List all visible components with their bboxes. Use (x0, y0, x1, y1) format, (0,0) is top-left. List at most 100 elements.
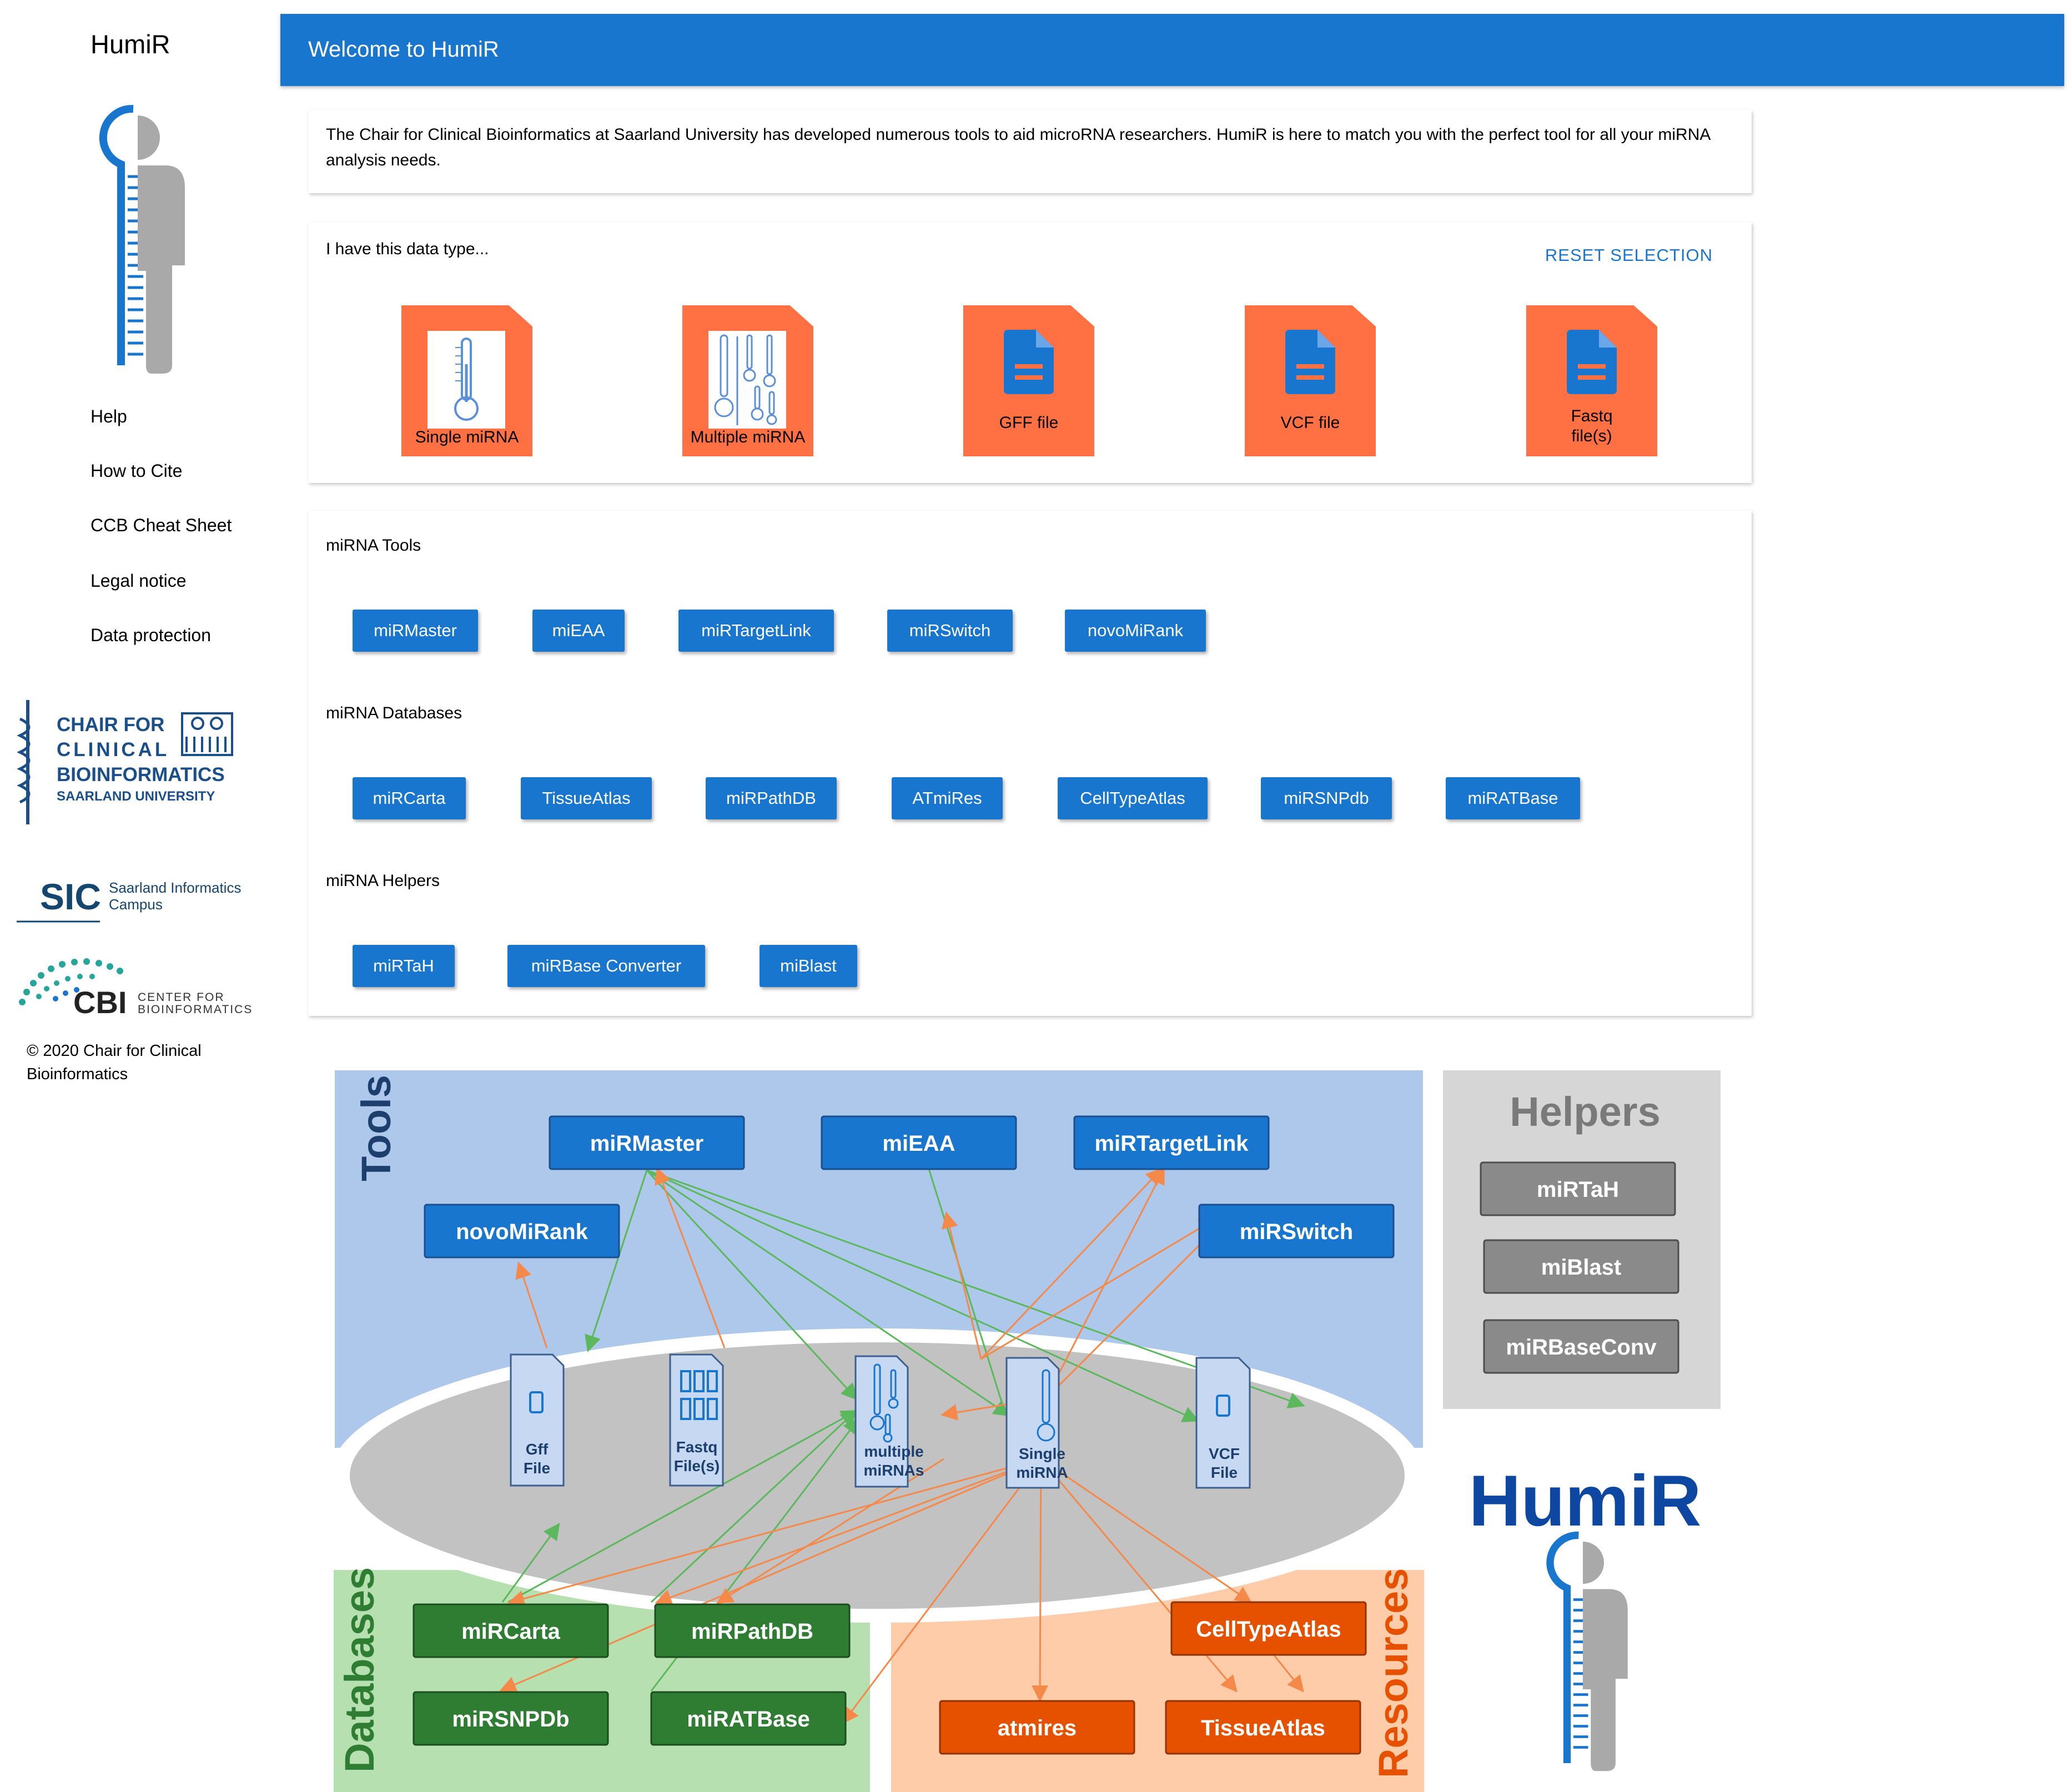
diagram-resource-label: atmires (998, 1716, 1077, 1740)
database-button-mirsnpdb[interactable]: miRSNPdb (1261, 777, 1392, 819)
app-title: HumiR (90, 29, 170, 59)
diagram-file-fastq: Fastq File(s) (669, 1353, 724, 1487)
tile-fastq-files[interactable]: Fastq file(s) (1526, 305, 1657, 456)
helper-button-mirbase-converter[interactable]: miRBase Converter (507, 945, 705, 987)
diagram-helper-mirtah (1480, 1161, 1676, 1216)
svg-text:SAARLAND UNIVERSITY: SAARLAND UNIVERSITY (57, 789, 215, 804)
database-button-miratbase[interactable]: miRATBase (1446, 777, 1580, 819)
diagram-database-mirpathdb (654, 1603, 851, 1658)
resources-region-label: Resources (1370, 1568, 1416, 1778)
svg-text:CLINICAL: CLINICAL (57, 739, 169, 761)
tool-button-mirmaster[interactable]: miRMaster (353, 610, 478, 652)
tool-button-novomirank[interactable]: novoMiRank (1065, 610, 1206, 652)
diagram-tool-label: miRSwitch (1240, 1220, 1353, 1244)
tile-multiple-mirna[interactable]: Multiple miRNA (682, 305, 813, 456)
tile-gff-file[interactable]: GFF file (963, 305, 1094, 456)
diagram-tool-label: miRMaster (590, 1131, 704, 1156)
diagram-database-label: miRATBase (687, 1707, 810, 1731)
reset-selection-button[interactable]: RESET SELECTION (1545, 245, 1713, 265)
helper-button-miblast[interactable]: miBlast (760, 945, 857, 987)
diagram-tool-label: miEAA (882, 1131, 955, 1156)
database-button-atmires[interactable]: ATmiRes (892, 777, 1003, 819)
multiple-thermometers-icon (708, 331, 786, 429)
svg-text:CHAIR FOR: CHAIR FOR (57, 714, 164, 736)
humir-logo (1546, 1531, 1628, 1771)
database-button-celltypeatlas[interactable]: CellTypeAtlas (1058, 777, 1208, 819)
tools-region-label: Tools (353, 1075, 399, 1181)
diagram-helper-mirbaseconv (1483, 1319, 1679, 1374)
diagram-resource-celltypeatlas (1170, 1601, 1367, 1656)
app-header: Welcome to HumiR (280, 14, 2064, 86)
tool-button-mirswitch[interactable]: miRSwitch (887, 610, 1013, 652)
section-title-databases: miRNA Databases (326, 704, 462, 722)
diagram-file-label: Single (1019, 1445, 1065, 1462)
tool-button-mirtargetlink[interactable]: miRTargetLink (678, 610, 834, 652)
diagram-file-gff: Gff File (510, 1353, 565, 1487)
nav-help[interactable]: Help (90, 406, 127, 426)
diagram-tool-label: novoMiRank (456, 1220, 589, 1244)
svg-text:CBI: CBI (73, 985, 127, 1019)
owl-icon (181, 712, 233, 756)
overview-diagram: Tools Databases Resources Helpers (330, 1070, 1721, 1792)
database-button-tissueatlas[interactable]: TissueAtlas (521, 777, 652, 819)
diagram-file-label: Gff (526, 1441, 549, 1458)
database-button-mircarta[interactable]: miRCarta (353, 777, 466, 819)
section-title-helpers: miRNA Helpers (326, 872, 440, 890)
diagram-file-label: File(s) (674, 1457, 720, 1474)
copyright: © 2020 Chair for Clinical Bioinformatics (27, 1042, 202, 1083)
nav-legal-notice[interactable]: Legal notice (90, 571, 187, 591)
diagram-helper-label: miBlast (1541, 1255, 1622, 1280)
diagram-helper-label: miRBaseConv (1506, 1335, 1657, 1360)
diagram-resource-atmires (939, 1700, 1135, 1755)
diagram-tool-label: miRTargetLink (1094, 1131, 1249, 1156)
diagram-file-label: VCF (1209, 1445, 1240, 1462)
tile-single-mirna[interactable]: Single miRNA (401, 305, 532, 456)
tool-button-mieaa[interactable]: miEAA (532, 610, 625, 652)
diagram-tool-mieaa (821, 1115, 1017, 1170)
diagram-resource-label: TissueAtlas (1201, 1716, 1325, 1740)
diagram-file-label: Fastq (676, 1438, 718, 1456)
sidebar: HumiR Help How to Cite CCB Cheat Sheet L… (0, 0, 278, 1792)
svg-text:SIC: SIC (40, 876, 101, 917)
diagram-resource-label: CellTypeAtlas (1196, 1617, 1341, 1642)
diagram-database-mircarta (413, 1603, 609, 1658)
tile-vcf-file[interactable]: VCF file (1245, 305, 1376, 456)
svg-text:CENTER FOR: CENTER FOR (138, 991, 225, 1004)
diagram-database-label: miRPathDB (691, 1619, 813, 1644)
diagram-file-label: miRNA (1016, 1464, 1068, 1481)
cbi-logo[interactable]: CBI CENTER FOR BIOINFORMATICS (17, 952, 261, 1019)
document-icon (1285, 330, 1335, 394)
data-type-card: I have this data type... RESET SELECTION… (308, 222, 1752, 483)
svg-text:Saarland Informatics: Saarland Informatics (109, 879, 241, 896)
diagram-brand: HumiR (1469, 1460, 1702, 1541)
nav-data-protection[interactable]: Data protection (90, 625, 212, 645)
header-title: Welcome to HumiR (308, 37, 499, 62)
document-icon (1004, 330, 1054, 394)
diagram-helper-label: miRTaH (1537, 1177, 1619, 1202)
single-thermometer-icon (428, 331, 505, 429)
diagram-tool-mirmaster (549, 1115, 745, 1170)
diagram-database-label: miRSNPDb (452, 1707, 569, 1731)
diagram-file-vcf: VCF File (1195, 1357, 1251, 1489)
tile-label: VCF file (1280, 414, 1340, 432)
section-title-tools: miRNA Tools (326, 536, 421, 555)
ccb-logo[interactable]: CHAIR FOR CLINICAL BIOINFORMATICS SAARLA… (16, 697, 238, 830)
diagram-file-label: File (524, 1459, 550, 1477)
svg-text:Campus: Campus (109, 896, 163, 913)
sic-logo[interactable]: SIC Saarland Informatics Campus (17, 866, 261, 927)
intro-card: The Chair for Clinical Bioinformatics at… (308, 110, 1752, 193)
database-button-mirpathdb[interactable]: miRPathDB (706, 777, 837, 819)
diagram-helper-miblast (1483, 1239, 1679, 1294)
diagram-file-single-mirna: Single miRNA (1005, 1357, 1068, 1489)
tool-sections-card: miRNA Tools miRMaster miEAA miRTargetLin… (308, 511, 1752, 1016)
document-icon (1567, 330, 1617, 394)
diagram-database-label: miRCarta (461, 1619, 561, 1644)
svg-text:BIOINFORMATICS: BIOINFORMATICS (138, 1003, 253, 1016)
tile-label: GFF file (999, 414, 1059, 432)
nav-how-to-cite[interactable]: How to Cite (90, 461, 183, 481)
helpers-region-label: Helpers (1510, 1089, 1660, 1135)
diagram-file-label: multiple (864, 1443, 923, 1460)
helper-button-mirtah[interactable]: miRTaH (353, 945, 455, 987)
tile-label: Multiple miRNA (690, 428, 806, 446)
nav-ccb-cheat-sheet[interactable]: CCB Cheat Sheet (90, 515, 232, 535)
